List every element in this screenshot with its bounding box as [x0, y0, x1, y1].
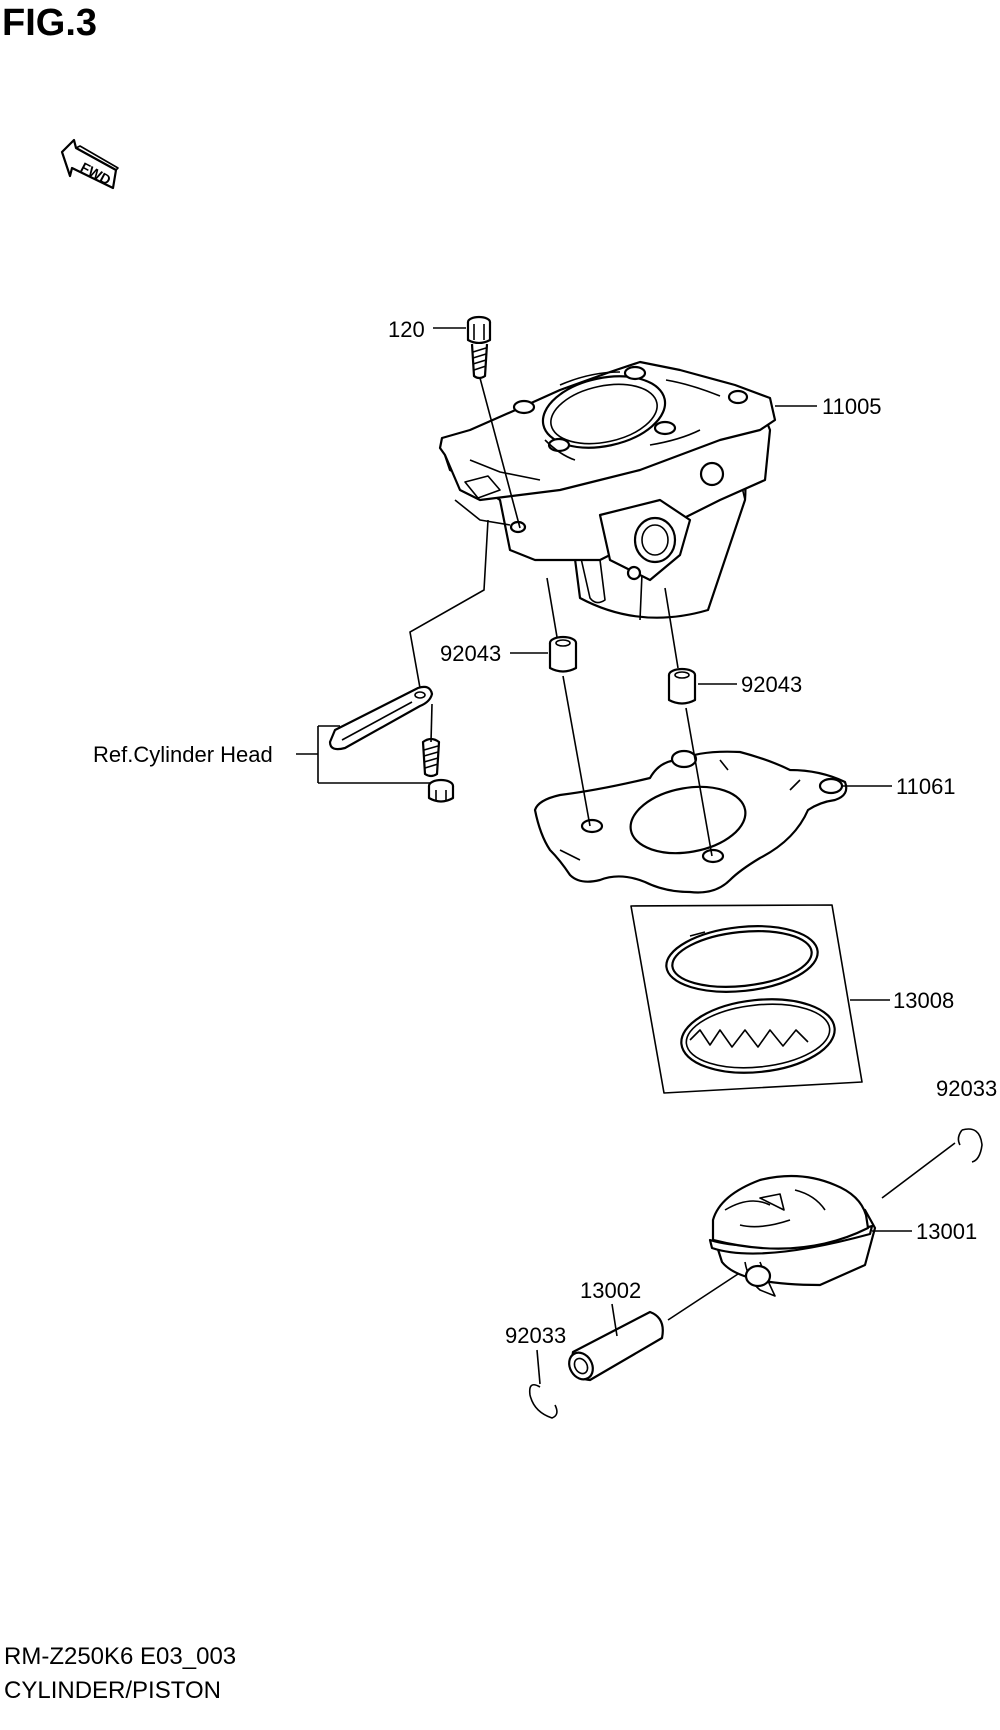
chain-guide — [328, 685, 434, 751]
callout-11005: 11005 — [822, 394, 882, 419]
guide-bolt — [421, 737, 455, 803]
piston-pin — [568, 1310, 664, 1382]
piston-pin-circlip-right — [957, 1128, 983, 1163]
cylinder-block — [438, 360, 777, 621]
piston-ring-set — [630, 904, 863, 1094]
cylinder-bolt — [466, 315, 492, 380]
callout-11061: 11061 — [896, 774, 956, 799]
callout-92043-right: 92043 — [741, 672, 802, 697]
base-gasket — [533, 749, 848, 894]
callout-120: 120 — [388, 317, 425, 342]
forward-arrow-icon: FWD — [60, 138, 119, 190]
callout-92033-right: 92033 — [936, 1076, 997, 1101]
leader-lines — [296, 327, 956, 1385]
section-name: CYLINDER/PISTON — [4, 1677, 221, 1704]
piston-pin-circlip-left — [528, 1384, 558, 1419]
callout-13008: 13008 — [893, 988, 954, 1013]
callout-92043-left: 92043 — [440, 641, 501, 666]
dowel-pin-right — [667, 667, 697, 705]
callout-13001: 13001 — [916, 1219, 977, 1244]
model-code: RM-Z250K6 E03_003 — [4, 1643, 237, 1670]
callout-13002: 13002 — [580, 1278, 641, 1303]
figure-title: FIG.3 — [2, 2, 98, 44]
piston — [708, 1174, 877, 1297]
dowel-pin-left — [548, 635, 578, 673]
callout-92033-left: 92033 — [505, 1323, 566, 1348]
callout-ref-cylinder-head: Ref.Cylinder Head — [93, 742, 273, 767]
